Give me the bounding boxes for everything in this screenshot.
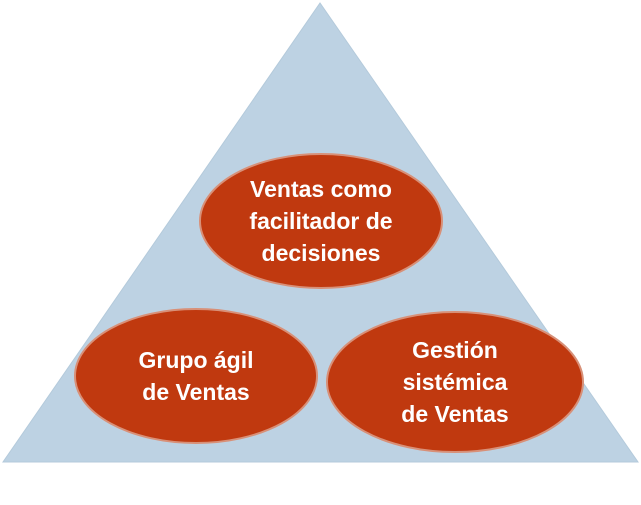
bubble-top-line-3: decisiones bbox=[261, 240, 381, 266]
bubble-left bbox=[74, 308, 318, 444]
bubble-top-line-2: facilitador de bbox=[249, 208, 393, 234]
bubble-right-label: Gestión sistémica de Ventas bbox=[327, 312, 583, 452]
bubble-left-label: Grupo ágil de Ventas bbox=[75, 309, 317, 443]
bubble-left-line-2: de Ventas bbox=[142, 379, 250, 405]
bubble-right bbox=[326, 311, 584, 453]
bubble-right-line-3: de Ventas bbox=[401, 401, 509, 427]
bubble-top-label: Ventas como facilitador de decisiones bbox=[200, 154, 442, 288]
bubble-top bbox=[199, 153, 443, 289]
bubble-right-line-2: sistémica bbox=[402, 369, 508, 395]
bubble-left-line-1: Grupo ágil bbox=[138, 347, 254, 373]
bubble-right-line-1: Gestión bbox=[412, 337, 498, 363]
bubble-top-line-1: Ventas como bbox=[250, 176, 392, 202]
